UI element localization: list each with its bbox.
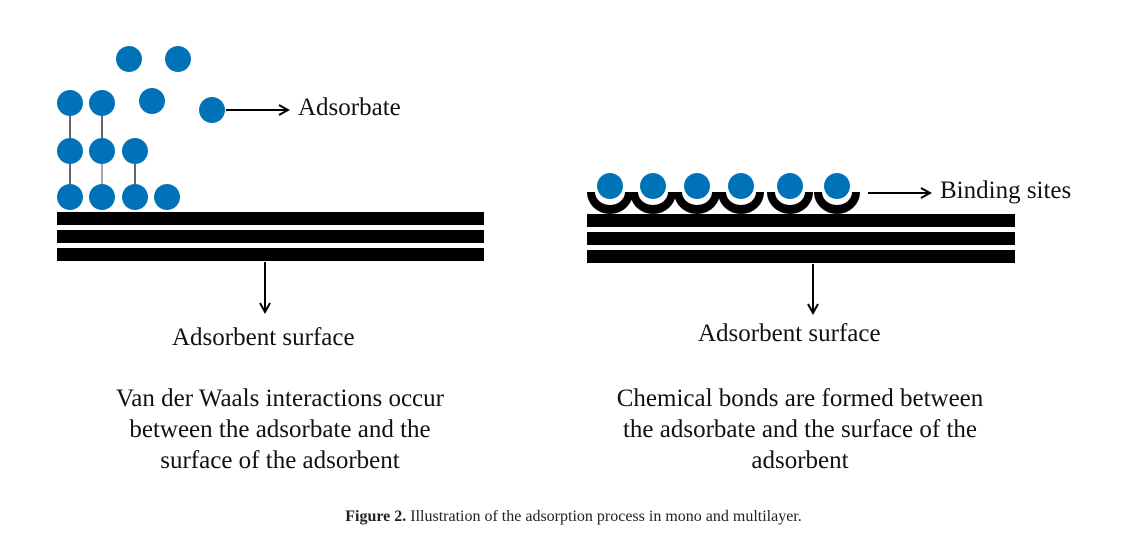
adsorbate-particle [116, 46, 142, 72]
right-layer-3 [587, 250, 1015, 263]
adsorbate-particle [57, 138, 83, 164]
left-adsorbent-layers [57, 212, 484, 261]
binding-site [814, 173, 860, 214]
adsorbate-particle [139, 88, 165, 114]
bound-adsorbate-particle [824, 173, 850, 199]
right-description: Chemical bonds are formed between the ad… [560, 383, 1040, 476]
right-monolayer-panel [587, 173, 1015, 313]
right-description-line: the adsorbate and the surface of the [622, 416, 977, 443]
adsorbate-particle [165, 46, 191, 72]
bound-adsorbate-particle [597, 173, 623, 199]
figure-caption: Figure 2. Illustration of the adsorption… [0, 508, 1147, 526]
binding-sites [587, 173, 860, 214]
right-description-line: adsorbent [751, 447, 849, 474]
left-adsorbent-surface-label: Adsorbent surface [172, 324, 355, 351]
binding-site [674, 173, 720, 214]
left-layer-2 [57, 230, 484, 243]
adsorbate-label: Adsorbate [298, 94, 401, 121]
right-layer-1 [587, 214, 1015, 227]
caption-label: Figure 2. [345, 508, 407, 525]
left-adsorbate-particles [57, 46, 225, 210]
binding-site-cup [814, 192, 860, 214]
left-multilayer-panel [57, 46, 484, 312]
left-bond-lines [69, 116, 136, 184]
binding-site [630, 173, 676, 214]
binding-site [767, 173, 813, 214]
binding-sites-label: Binding sites [940, 177, 1072, 204]
left-layer-3 [57, 248, 484, 261]
adsorbate-particle [154, 184, 180, 210]
adsorbate-particle [122, 184, 148, 210]
binding-site [587, 173, 633, 214]
left-description-line: surface of the adsorbent [160, 447, 400, 474]
bound-adsorbate-particle [684, 173, 710, 199]
right-adsorbent-surface-label: Adsorbent surface [698, 320, 881, 347]
bound-adsorbate-particle [728, 173, 754, 199]
caption-text: Illustration of the adsorption process i… [406, 508, 802, 525]
binding-site-cup [767, 192, 813, 214]
left-description: Van der Waals interactions occur between… [20, 383, 540, 476]
left-description-line: between the adsorbate and the [129, 416, 431, 443]
adsorbate-particle [89, 90, 115, 116]
bound-adsorbate-particle [640, 173, 666, 199]
adsorbate-particle [57, 90, 83, 116]
right-layer-2 [587, 232, 1015, 245]
binding-site-cup [587, 192, 633, 214]
adsorbate-particle [199, 97, 225, 123]
binding-site-cup [630, 192, 676, 214]
binding-site-cup [674, 192, 720, 214]
adsorbate-particle [122, 138, 148, 164]
adsorbate-particle [89, 138, 115, 164]
adsorbate-particle [57, 184, 83, 210]
left-layer-1 [57, 212, 484, 225]
adsorbate-particle [89, 184, 115, 210]
bound-adsorbate-particle [777, 173, 803, 199]
left-description-line: Van der Waals interactions occur [116, 385, 444, 412]
binding-site [718, 173, 764, 214]
right-description-line: Chemical bonds are formed between [616, 385, 984, 412]
right-adsorbent-layers [587, 214, 1015, 263]
binding-site-cup [718, 192, 764, 214]
